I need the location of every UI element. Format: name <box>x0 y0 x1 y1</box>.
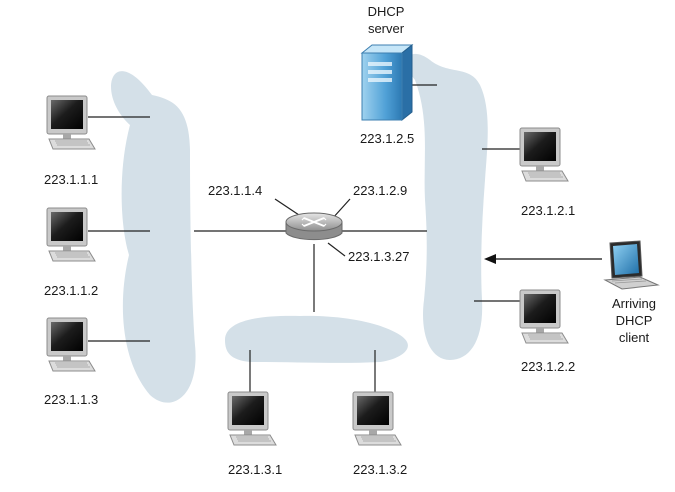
leader-223-1-1-4 <box>274 198 303 218</box>
dhcp-server-icon[interactable] <box>360 43 414 122</box>
arriving-client-label-line2: DHCP <box>615 313 653 328</box>
router-interface-subnet2: 223.1.2.9 <box>353 183 408 198</box>
computer-icon-223-1-1-1[interactable] <box>46 95 96 150</box>
dhcp-server-address: 223.1.2.5 <box>360 131 415 146</box>
router-icon[interactable] <box>285 212 343 241</box>
dhcp-server-title-line2: server <box>367 21 405 36</box>
computer-icon-223-1-2-2[interactable] <box>519 289 569 344</box>
host-address: 223.1.2.1 <box>521 203 576 218</box>
dhcp-server-title-line1: DHCP <box>367 4 405 19</box>
laptop-icon[interactable] <box>603 240 660 290</box>
arriving-client-label-line3: client <box>618 330 650 345</box>
host-address: 223.1.3.2 <box>353 462 408 477</box>
computer-icon-223-1-3-2[interactable] <box>352 391 402 446</box>
host-address: 223.1.1.3 <box>44 392 99 407</box>
subnet-1-cloud <box>111 71 196 403</box>
host-address: 223.1.2.2 <box>521 359 576 374</box>
computer-icon-223-1-3-1[interactable] <box>227 391 277 446</box>
subnet-3-cloud <box>225 315 408 363</box>
host-address: 223.1.1.1 <box>44 172 99 187</box>
subnet-2-cloud <box>406 53 488 360</box>
arriving-client-label-line1: Arriving <box>611 296 657 311</box>
computer-icon-223-1-2-1[interactable] <box>519 127 569 182</box>
router-interface-subnet1: 223.1.1.4 <box>208 183 263 198</box>
leader-223-1-3-27 <box>327 242 346 257</box>
computer-icon-223-1-1-2[interactable] <box>46 207 96 262</box>
host-address: 223.1.3.1 <box>228 462 283 477</box>
router-interface-subnet3: 223.1.3.27 <box>348 249 410 264</box>
host-address: 223.1.1.2 <box>44 283 99 298</box>
arrowhead <box>484 254 496 264</box>
computer-icon-223-1-1-3[interactable] <box>46 317 96 372</box>
